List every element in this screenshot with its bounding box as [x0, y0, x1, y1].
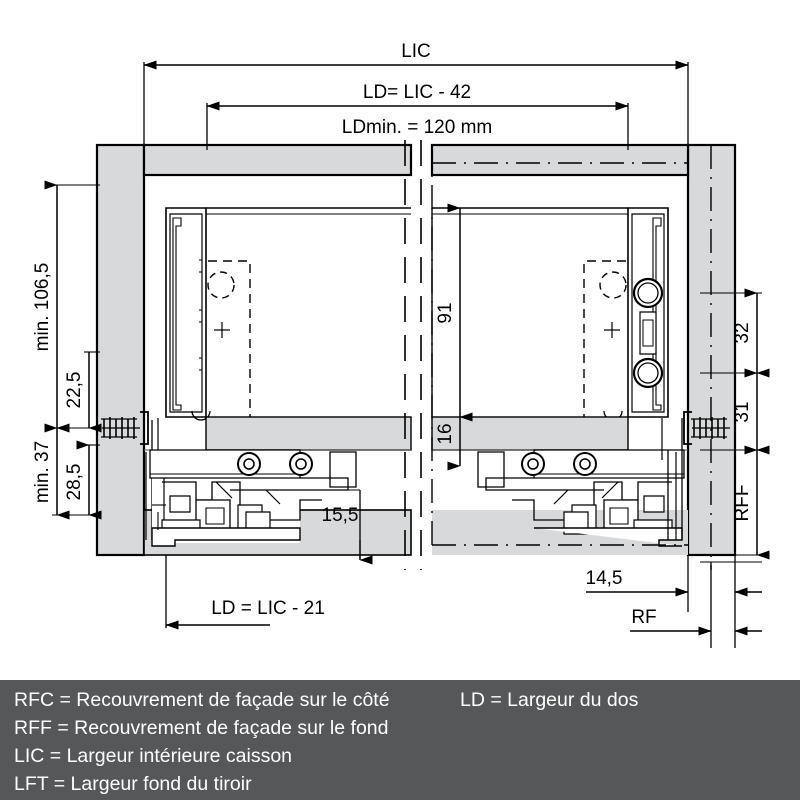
dimension-155: 15,5 — [300, 489, 373, 565]
dim-225-label: 22,5 — [64, 372, 85, 409]
dimension-min-1065: min. 106,5 — [32, 180, 100, 433]
dim-ld-bottom-label: LD = LIC - 21 — [211, 598, 325, 619]
legend-item-ld: LD = Largeur du dos — [460, 689, 639, 711]
legend-item-rfc: RFC = Recouvrement de façade sur le côté — [14, 689, 390, 711]
dimension-lic: LIC — [143, 41, 689, 148]
dim-min37-label: min. 37 — [32, 441, 53, 503]
dimension-16: 16 — [435, 417, 461, 471]
legend-right-column: LD = Largeur du dos — [460, 686, 638, 714]
dim-rff-label: RFF — [732, 485, 753, 522]
dimension-225: 22,5 — [64, 351, 102, 433]
roller-right-3 — [521, 452, 545, 476]
dimension-285: 28,5 — [64, 440, 102, 520]
screw-right — [683, 411, 730, 445]
dimension-32: 32 — [700, 288, 770, 378]
dim-lic-label: LIC — [401, 41, 431, 62]
dimension-ld-top: LD= LIC - 42 — [206, 82, 629, 150]
dimension-min-37: min. 37 — [32, 423, 100, 520]
legend-item-lft: LFT = Largeur fond du tiroir — [14, 773, 252, 795]
dimension-ld-bottom: LD = LIC - 21 — [165, 555, 325, 630]
dimension-rff: RFF — [700, 445, 770, 560]
drawer-runner-drawing: LIC LD= LIC - 42 LDmin. = 120 mm min. 10… — [32, 41, 770, 648]
dim-31-label: 31 — [732, 401, 753, 422]
dim-32-label: 32 — [732, 322, 753, 343]
dim-91-label: 91 — [435, 302, 456, 323]
dim-285-label: 28,5 — [64, 464, 85, 501]
dimension-31: 31 — [700, 368, 770, 455]
dim-145-label: 14,5 — [586, 568, 623, 589]
legend-item-lic: LIC = Largeur intérieure caisson — [14, 745, 293, 767]
dim-155-label: 15,5 — [322, 505, 359, 526]
roller-right-2 — [632, 357, 664, 389]
legend-item-rff: RFF = Recouvrement de façade sur le fond — [14, 717, 389, 739]
roller-right-4 — [573, 452, 597, 476]
dim-ldmin-label: LDmin. = 120 mm — [342, 117, 492, 138]
dim-rf-label: RF — [631, 607, 656, 628]
roller-left-2 — [289, 452, 313, 476]
centre-lines — [431, 145, 712, 570]
dimension-91: 91 — [435, 203, 473, 422]
legend-left-column: RFC = Recouvrement de façade sur le côté… — [14, 686, 390, 798]
screw-left — [101, 411, 149, 445]
center-break-lines — [404, 140, 422, 570]
dim-ld-top-label: LD= LIC - 42 — [363, 82, 471, 103]
left-drawer-section — [144, 207, 412, 547]
dimension-rf: RF — [630, 607, 762, 636]
legend-band: RFC = Recouvrement de façade sur le côté… — [0, 680, 800, 800]
right-drawer-section — [431, 207, 688, 547]
roller-right-1 — [632, 277, 664, 309]
dim-16-label: 16 — [435, 423, 456, 444]
roller-left-1 — [237, 452, 261, 476]
dim-min1065-label: min. 106,5 — [32, 263, 53, 352]
